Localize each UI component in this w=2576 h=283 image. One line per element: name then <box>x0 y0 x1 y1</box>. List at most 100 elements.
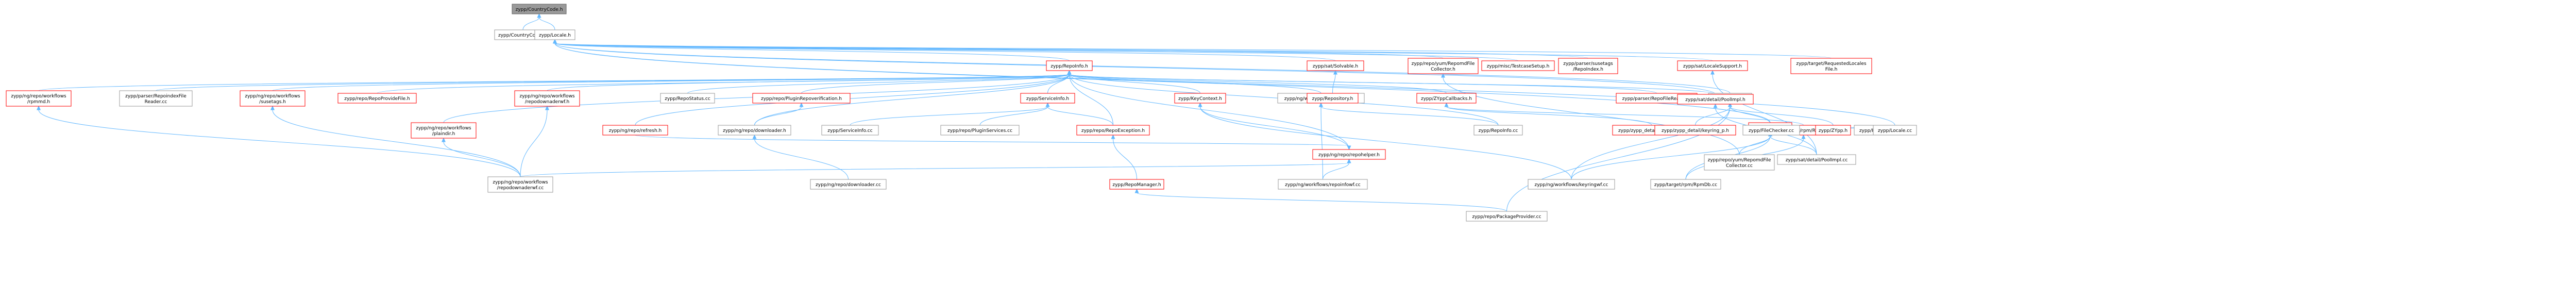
node-locale-h[interactable]: zypp/Locale.h <box>534 29 575 40</box>
node-pluginservices-cc[interactable]: zypp/repo/PluginServices.cc <box>940 125 1020 136</box>
node-repomanager-h[interactable]: zypp/RepoManager.h <box>1109 179 1164 190</box>
node-box <box>660 93 715 104</box>
edge-repoexception_h-to-repoinfo_h <box>1069 74 1113 126</box>
edge-ng_refresh_h-to-repohelper_h <box>635 135 1349 146</box>
node-label: zypp/Repository.h <box>1312 96 1353 102</box>
edge-repoinfowf_cc-to-repoinfowf_h <box>1320 106 1323 180</box>
node-zypp-h[interactable]: zypp/ZYpp.h <box>1815 125 1851 136</box>
edge-workflows_repodownloaderwf_cc-to-workflows_repomd_h <box>38 109 521 177</box>
node-workflows-susetags-h[interactable]: zypp/ng/repo/workflows/susetags.h <box>240 90 306 107</box>
node-keyringwf-cc[interactable]: zypp/ng/workflows/keyringwf.cc <box>1528 179 1615 190</box>
edge-arrowhead <box>1067 70 1072 75</box>
node-label: /rpmmd.h <box>27 99 50 105</box>
node-label: zypp/target/rpm/RpmDb.h <box>1773 128 1834 134</box>
node-label: zypp/repo/PackageProvider.cc <box>1472 214 1541 220</box>
edge-arrowhead <box>1801 134 1806 139</box>
node-pluginrepoverification-h[interactable]: zypp/repo/PluginRepoverification.h <box>752 93 851 104</box>
node-poolimpl-h[interactable]: zypp/sat/detail/PoolImpl.h <box>1677 94 1754 105</box>
node-repoinfowf-cc[interactable]: zypp/ng/workflows/repoinfowf.cc <box>1278 179 1368 190</box>
node-label: zypp/ng/repo/repohelper.h <box>1318 153 1380 158</box>
edge-ztypcallbacks_h-to-repoinfo_h <box>1069 74 1447 94</box>
node-repohelper-h[interactable]: zypp/ng/repo/repohelper.h <box>1312 149 1386 160</box>
edge-arrowhead <box>1134 188 1139 193</box>
edge-locale_h-to-countrycode_h <box>539 17 555 30</box>
node-locale-cc[interactable]: zypp/Locale.cc <box>1873 125 1917 136</box>
node-box <box>810 179 887 190</box>
node-box <box>1278 179 1368 190</box>
node-packageprovider-cc[interactable]: zypp/repo/PackageProvider.cc <box>1466 211 1548 222</box>
edge-arrowhead <box>37 105 41 110</box>
edge-ng_downloader_h-to-repoinfo_h <box>754 74 1070 126</box>
edge-filechecker_cc-to-keyring_h <box>1730 106 1772 126</box>
node-keycontext-h[interactable]: zypp/KeyContext.h <box>1174 93 1226 104</box>
node-label: File.h <box>1825 67 1838 72</box>
node-box <box>1742 125 1800 136</box>
node-countrycode-h[interactable]: zypp/CountryCode.h <box>512 4 567 14</box>
node-ztypcallbacks-h[interactable]: zypp/ZYppCallbacks.h <box>1416 93 1477 104</box>
edge-workflows_susetags_h-to-repoinfo_h <box>272 74 1070 91</box>
edge-arrowhead <box>442 137 446 142</box>
edge-arrowhead <box>799 102 804 107</box>
node-repository-h[interactable]: zypp/Repository.h <box>1307 93 1359 104</box>
node-box <box>240 90 306 107</box>
node-repoinfo-cc[interactable]: zypp/RepoInfo.cc <box>1473 125 1523 136</box>
node-label: zypp/parser/RepoindexFile <box>125 94 187 99</box>
node-repoinfo-h[interactable]: zypp/RepoInfo.h <box>1046 60 1093 71</box>
node-label: /plaindir.h <box>432 131 455 137</box>
edge-misc_testcasesetup_h-to-locale_h <box>554 43 1518 61</box>
node-sat-solvable-h[interactable]: zypp/sat/Solvable.h <box>1307 60 1364 71</box>
node-box <box>752 93 851 104</box>
node-serviceinfo-cc[interactable]: zypp/ServiceInfo.cc <box>821 125 879 136</box>
edge-repohelper_h-to-repoinfo_h <box>1069 74 1349 150</box>
node-workflows-repodownloaderwf-cc[interactable]: zypp/ng/repo/workflows/repodownaderwf.cc <box>487 176 553 193</box>
node-box <box>1020 93 1075 104</box>
node-label: zypp/CountryCode.cc <box>498 33 548 38</box>
node-ng-downloader-cc[interactable]: zypp/ng/repo/downloader.cc <box>810 179 887 190</box>
edge-keyringwf_cc-to-zconfig_h <box>1571 136 1771 180</box>
edge-arrowhead <box>270 105 275 110</box>
edge-poolimpl_h-to-repoinfo_h <box>1069 74 1716 95</box>
node-box <box>6 90 72 107</box>
node-serviceinfo-h[interactable]: zypp/ServiceInfo.h <box>1020 93 1075 104</box>
node-sat-localesupport-h[interactable]: zypp/sat/LocaleSupport.h <box>1677 60 1748 71</box>
node-target-rpmdb-cc[interactable]: zypp/target/rpm/RpmDb.cc <box>1650 179 1721 190</box>
node-box <box>1777 154 1856 165</box>
node-workflows-repomd-h[interactable]: zypp/ng/repo/workflows/rpmmd.h <box>6 90 72 107</box>
node-box <box>1558 58 1618 74</box>
edge-keyringwf_cc-to-keyring_h <box>1571 106 1731 180</box>
node-label: /susetags.h <box>259 99 286 105</box>
edge-keyringwf_cc-to-keycontext_h <box>1200 106 1572 180</box>
node-workflows-plaindir-h[interactable]: zypp/ng/repo/workflows/plaindir.h <box>411 122 477 139</box>
edge-sat_solvable_h-to-locale_h <box>554 43 1336 61</box>
edge-arrowhead <box>1198 102 1202 107</box>
edge-arrowhead <box>553 39 557 44</box>
node-misc-testcasesetup-h[interactable]: zypp/misc/TestcaseSetup.h <box>1481 60 1555 71</box>
edge-keyring_p_h-to-keyring_h <box>1695 106 1731 126</box>
node-repoexception-h[interactable]: zypp/repo/RepoException.h <box>1076 125 1150 136</box>
node-filechecker-cc[interactable]: zypp/FileChecker.cc <box>1742 125 1800 136</box>
edge-repository_h-to-sat_solvable_h <box>1332 74 1336 94</box>
node-repofilereader-h[interactable]: zypp/parser/RepoFileReader.h <box>1616 93 1698 104</box>
node-workflows-repodownloaderwf-h[interactable]: zypp/ng/repo/workflows/repodownaderwf.h <box>514 90 580 107</box>
node-ng-downloader-h[interactable]: zypp/ng/repo/downloader.h <box>718 125 791 136</box>
node-susetags-repoindex-h[interactable]: zypp/parser/susetags/RepoIndex.h <box>1558 58 1618 74</box>
edge-repoprovidefile_h-to-repoinfo_h <box>377 74 1070 94</box>
node-keyring-p-h[interactable]: zypp/zypp_detail/keyring_p.h <box>1654 125 1736 136</box>
node-label: zypp/repo/RepoException.h <box>1081 128 1145 134</box>
node-box <box>1307 93 1359 104</box>
edge-arrowhead <box>1333 70 1337 75</box>
node-label: zypp/parser/RepoFileReader.h <box>1622 96 1691 102</box>
node-poolimpl-cc[interactable]: zypp/sat/detail/PoolImpl.cc <box>1777 154 1856 165</box>
node-label: Collector.h <box>1431 67 1455 72</box>
edge-repoexception_h-to-serviceinfo_h <box>1047 106 1113 126</box>
edge-repohelper_h-to-keycontext_h <box>1200 106 1349 150</box>
node-label: zypp/sat/LocaleSupport.h <box>1683 64 1742 69</box>
node-ng-refresh-h[interactable]: zypp/ng/repo/refresh.h <box>602 125 668 136</box>
node-repostatus-cc[interactable]: zypp/RepoStatus.cc <box>660 93 715 104</box>
edge-zypp_h-to-keyring_h <box>1730 106 1834 126</box>
node-repoprovidefile-h[interactable]: zypp/repo/RepoProvideFile.h <box>337 93 417 104</box>
